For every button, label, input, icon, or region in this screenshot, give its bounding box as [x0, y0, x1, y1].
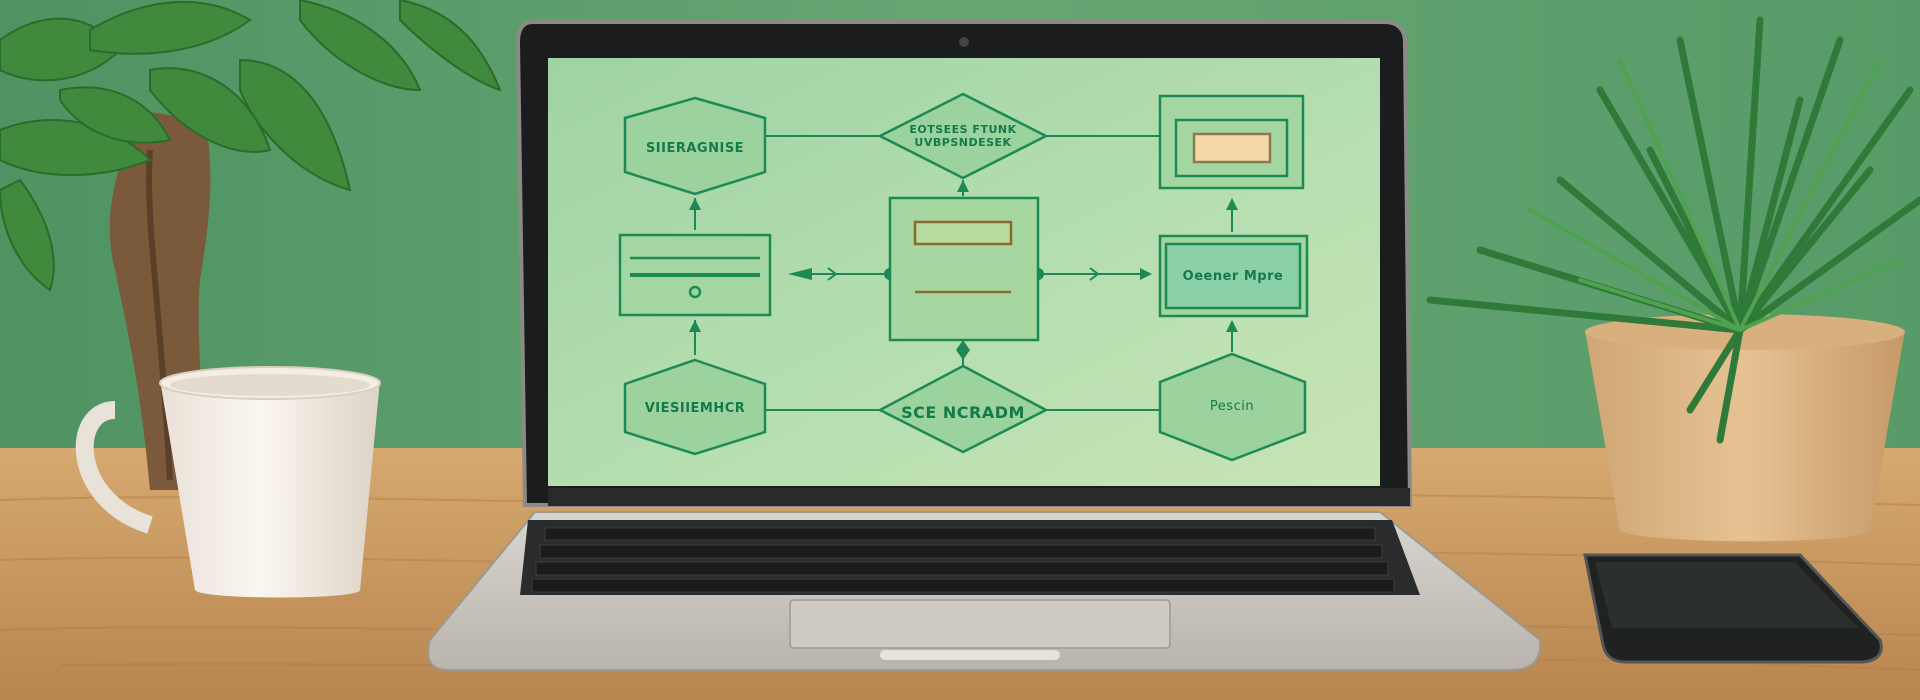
laptop-screen: SIIERAGNISE EOTSEES FTUNK UVBPSNDESEK Oe… [515, 20, 1413, 507]
diamond-top-center [877, 92, 1049, 180]
label-top-left: SIIERAGNISE [646, 141, 744, 156]
label-bottom-left: VIESIIEMHCR [645, 401, 746, 416]
plant-right [1426, 16, 1920, 542]
label-bottom-center: SCE NCRADM [901, 403, 1025, 422]
label-top-center-2: UVBPSNDESEK [914, 136, 1011, 149]
label-mid-right: Oeener Mpre [1183, 269, 1284, 284]
label-top-center-1: EOTSEES FTUNK [909, 123, 1016, 136]
label-bottom-right: Pescin [1210, 399, 1254, 414]
keyboard-keys [531, 527, 1395, 593]
trackpad [789, 599, 1171, 649]
diamond-bottom-center [877, 364, 1049, 454]
box-center [888, 196, 1040, 342]
hexagon-bottom-left [623, 358, 767, 456]
webcam-icon [959, 37, 969, 47]
laptop-base [427, 511, 1542, 671]
hexagon-bottom-right [1158, 352, 1307, 462]
diagram-shapes [618, 92, 1309, 462]
coffee-mug [75, 366, 381, 598]
smartphone [1583, 553, 1883, 664]
flow-diagram [694, 135, 1233, 411]
hexagon-top-left [623, 96, 767, 196]
